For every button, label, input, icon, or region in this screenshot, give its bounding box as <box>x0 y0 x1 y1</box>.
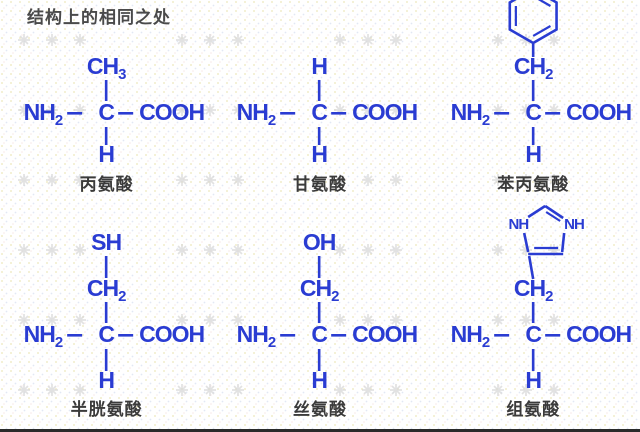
svg-text:COOH: COOH <box>352 321 417 347</box>
svg-text:NH2: NH2 <box>450 321 489 351</box>
structure-cell-serine: C NH2 COOH H CH2 OH 丝氨酸 <box>213 200 426 432</box>
svg-text:NH2: NH2 <box>24 321 63 351</box>
svg-text:C: C <box>525 99 541 125</box>
structure-label: 丙氨酸 <box>79 175 134 194</box>
svg-text:NH: NH <box>564 216 584 233</box>
svg-text:CH2: CH2 <box>300 275 339 305</box>
structure-label: 苯丙氨酸 <box>497 175 570 194</box>
structure-cell-histidine: C NH2 COOH H CH2 NH NH 组氨酸 <box>427 200 640 432</box>
svg-text:NH2: NH2 <box>237 321 276 351</box>
alanine-diagram: C NH2 COOH H CH3 <box>24 53 206 167</box>
svg-text:NH2: NH2 <box>237 99 276 129</box>
structure-label: 组氨酸 <box>506 400 561 419</box>
svg-text:CH2: CH2 <box>87 275 126 305</box>
bottom-edge-bar <box>0 429 640 432</box>
serine-diagram: C NH2 COOH H CH2 OH <box>237 229 419 393</box>
svg-text:C: C <box>312 321 328 347</box>
svg-text:C: C <box>525 321 541 347</box>
page-title: 结构上的相同之处 <box>27 8 171 27</box>
svg-text:NH: NH <box>508 216 528 233</box>
svg-text:H: H <box>98 367 114 393</box>
phenylalanine-diagram: C NH2 COOH H CH2 <box>450 0 632 167</box>
structures-row-bottom: C NH2 COOH H CH2 SH 半胱氨酸 C NH2 COOH H CH2 OH 丝氨酸 C… <box>0 200 640 432</box>
svg-text:H: H <box>98 141 114 167</box>
svg-text:COOH: COOH <box>566 321 631 347</box>
svg-text:C: C <box>98 99 114 125</box>
svg-text:COOH: COOH <box>352 99 417 125</box>
svg-text:NH2: NH2 <box>24 99 63 129</box>
svg-text:NH2: NH2 <box>450 99 489 129</box>
glycine-diagram: C NH2 COOH H H <box>237 53 419 167</box>
svg-text:COOH: COOH <box>139 99 204 125</box>
svg-text:OH: OH <box>303 229 336 255</box>
svg-text:H: H <box>312 141 328 167</box>
svg-text:H: H <box>312 367 328 393</box>
svg-text:SH: SH <box>91 229 121 255</box>
structures-row-top: C NH2 COOH H CH3 丙氨酸 C NH2 COOH H H 甘氨酸 C NH2 COOH… <box>0 0 640 200</box>
svg-text:COOH: COOH <box>139 321 204 347</box>
svg-text:H: H <box>525 141 541 167</box>
svg-text:H: H <box>525 367 541 393</box>
structure-label: 甘氨酸 <box>292 175 347 194</box>
svg-text:CH2: CH2 <box>514 53 553 83</box>
svg-text:CH3: CH3 <box>87 53 126 83</box>
structure-label: 丝氨酸 <box>292 400 347 419</box>
svg-text:CH2: CH2 <box>514 275 553 305</box>
structure-cell-glycine: C NH2 COOH H H 甘氨酸 <box>213 0 426 200</box>
svg-text:H: H <box>312 53 328 79</box>
svg-text:C: C <box>312 99 328 125</box>
histidine-diagram: C NH2 COOH H CH2 NH NH <box>450 204 632 393</box>
structure-cell-cysteine: C NH2 COOH H CH2 SH 半胱氨酸 <box>0 200 213 432</box>
svg-text:C: C <box>98 321 114 347</box>
cysteine-diagram: C NH2 COOH H CH2 SH <box>24 229 206 393</box>
svg-text:COOH: COOH <box>566 99 631 125</box>
structure-label: 半胱氨酸 <box>70 400 143 419</box>
structure-cell-alanine: C NH2 COOH H CH3 丙氨酸 <box>0 0 213 200</box>
structure-cell-phenylalanine: C NH2 COOH H CH2 苯丙氨酸 <box>427 0 640 200</box>
